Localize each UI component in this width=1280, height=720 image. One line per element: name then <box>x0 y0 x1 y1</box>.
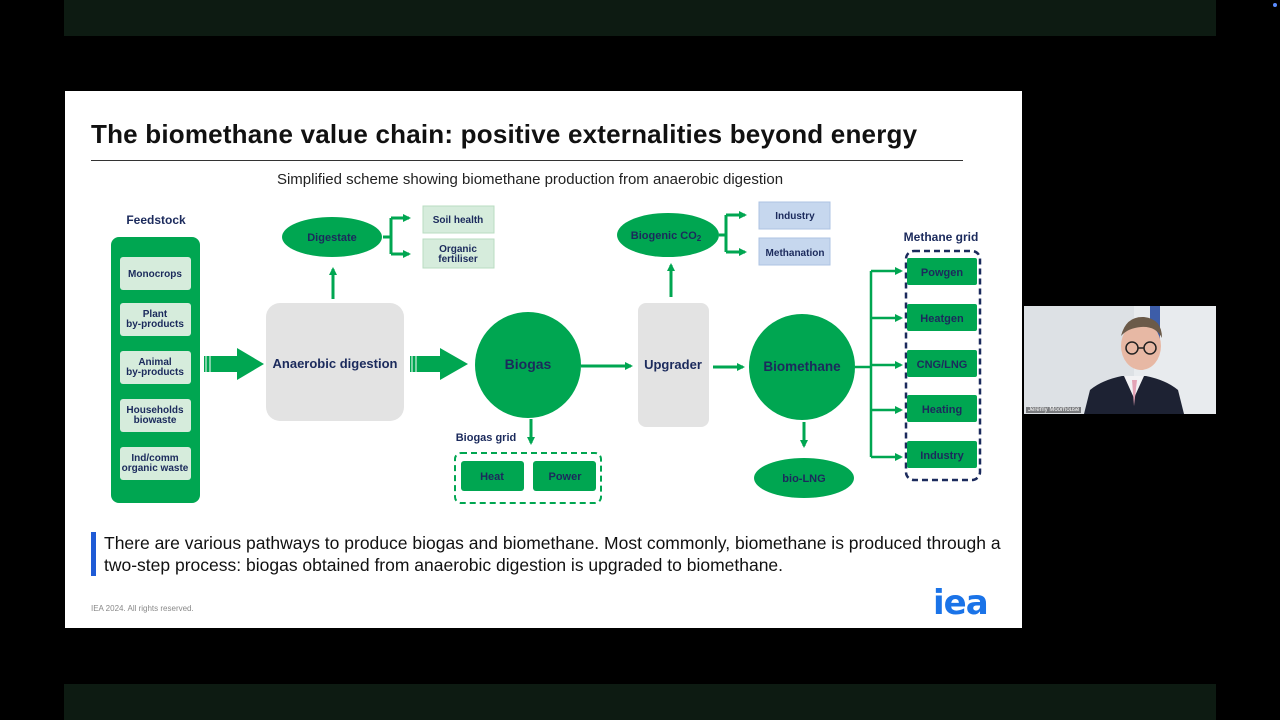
digestate-branch-arrows <box>383 214 411 258</box>
feedstock-item-label: Monocrops <box>128 269 182 280</box>
methane-grid-item-box <box>907 258 977 285</box>
methane-grid-item-box <box>907 350 977 377</box>
anaerobic-digestion-box <box>266 303 404 421</box>
soil-health-label: Soil health <box>433 215 484 226</box>
methane-grid-branch-arrows <box>855 267 903 461</box>
feedstock-item-box <box>120 257 191 290</box>
meeting-bottom-bar <box>64 684 1216 720</box>
co2-methanation-box <box>758 237 831 266</box>
biogas-grid-title: Biogas grid <box>456 432 517 444</box>
feedstock-item-label: Households <box>126 405 184 416</box>
meeting-top-bar <box>64 0 1277 36</box>
methane-grid-item-label: Industry <box>920 450 964 462</box>
biogas-grid-heat-box <box>461 461 524 491</box>
bio-lng-label: bio-LNG <box>782 473 825 485</box>
anaerobic-digestion-label: Anaerobic digestion <box>273 356 398 371</box>
methane-grid-title: Methane grid <box>904 230 979 244</box>
feedstock-item-label: by-products <box>126 319 184 330</box>
quote-accent-bar <box>91 532 96 576</box>
co2-methanation-label: Methanation <box>766 248 825 259</box>
feedstock-item-label: Plant <box>143 309 168 320</box>
status-dot-icon <box>1273 3 1277 7</box>
organic-fertiliser-label-2: fertiliser <box>438 254 478 265</box>
feedstock-title: Feedstock <box>126 213 186 227</box>
biogas-grid-heat-label: Heat <box>480 471 504 483</box>
biomethane-node <box>749 314 855 420</box>
organic-fertiliser-label-1: Organic <box>439 244 477 255</box>
digestate-label: Digestate <box>307 232 357 244</box>
biomethane-value-chain-diagram: Feedstock MonocropsPlantby-productsAnima… <box>111 201 982 504</box>
digestion-to-biogas-arrow <box>410 348 468 380</box>
slide-body-text: There are various pathways to produce bi… <box>104 533 1001 575</box>
feedstock-item-label: Animal <box>138 357 172 368</box>
methane-grid-item-box <box>907 395 977 422</box>
feedstock-item-box <box>120 399 191 432</box>
biogas-label: Biogas <box>505 356 552 372</box>
biogenic-co2-node <box>617 213 719 257</box>
biogas-grid-power-label: Power <box>548 471 582 483</box>
participant-name: Jeremy Moorhouse <box>1026 407 1082 413</box>
participant-video-tile[interactable]: Jeremy Moorhouse <box>1024 306 1216 414</box>
bio-lng-node <box>754 458 854 498</box>
upgrader-box <box>638 303 709 427</box>
participant-video-image <box>1024 306 1216 414</box>
feedstock-item-label: Ind/comm <box>131 453 178 464</box>
feedstock-item-box <box>120 351 191 384</box>
biogas-node <box>475 312 581 418</box>
feedstock-to-digestion-arrow <box>204 348 264 380</box>
methane-grid-item-label: Heating <box>922 404 962 416</box>
slide-title: The biomethane value chain: positive ext… <box>91 119 918 149</box>
feedstock-item-box <box>120 447 191 480</box>
biogas-grid-container <box>454 452 602 504</box>
feedstock-item-box <box>120 303 191 336</box>
co2-industry-box <box>758 201 831 230</box>
feedstock-item-label: organic waste <box>122 463 189 474</box>
iea-logo: iea <box>933 583 989 623</box>
co2-branch-arrows <box>719 211 747 256</box>
feedstock-item-label: biowaste <box>134 415 177 426</box>
methane-grid-item-label: Powgen <box>921 267 963 279</box>
biomethane-label: Biomethane <box>763 359 841 374</box>
diagram-subtitle: Simplified scheme showing biomethane pro… <box>276 171 784 188</box>
digestate-node <box>282 217 382 257</box>
methane-grid-item-label: CNG/LNG <box>917 359 968 371</box>
title-divider <box>91 160 963 161</box>
presentation-slide: The biomethane value chain: positive ext… <box>65 91 1022 628</box>
soil-health-box <box>422 205 495 234</box>
co2-industry-label: Industry <box>775 211 815 222</box>
upgrader-label: Upgrader <box>644 357 702 372</box>
methane-grid-container <box>904 249 982 482</box>
biogenic-co2-label: Biogenic CO2 <box>631 230 702 243</box>
organic-fertiliser-box <box>422 238 495 269</box>
methane-grid-item-box <box>907 304 977 331</box>
biogas-grid-power-box <box>533 461 596 491</box>
copyright-notice: IEA 2024. All rights reserved. <box>91 604 194 613</box>
feedstock-item-label: by-products <box>126 367 184 378</box>
methane-grid-item-box <box>907 441 977 468</box>
methane-grid-item-label: Heatgen <box>920 313 964 325</box>
feedstock-items: MonocropsPlantby-productsAnimalby-produc… <box>120 257 191 480</box>
